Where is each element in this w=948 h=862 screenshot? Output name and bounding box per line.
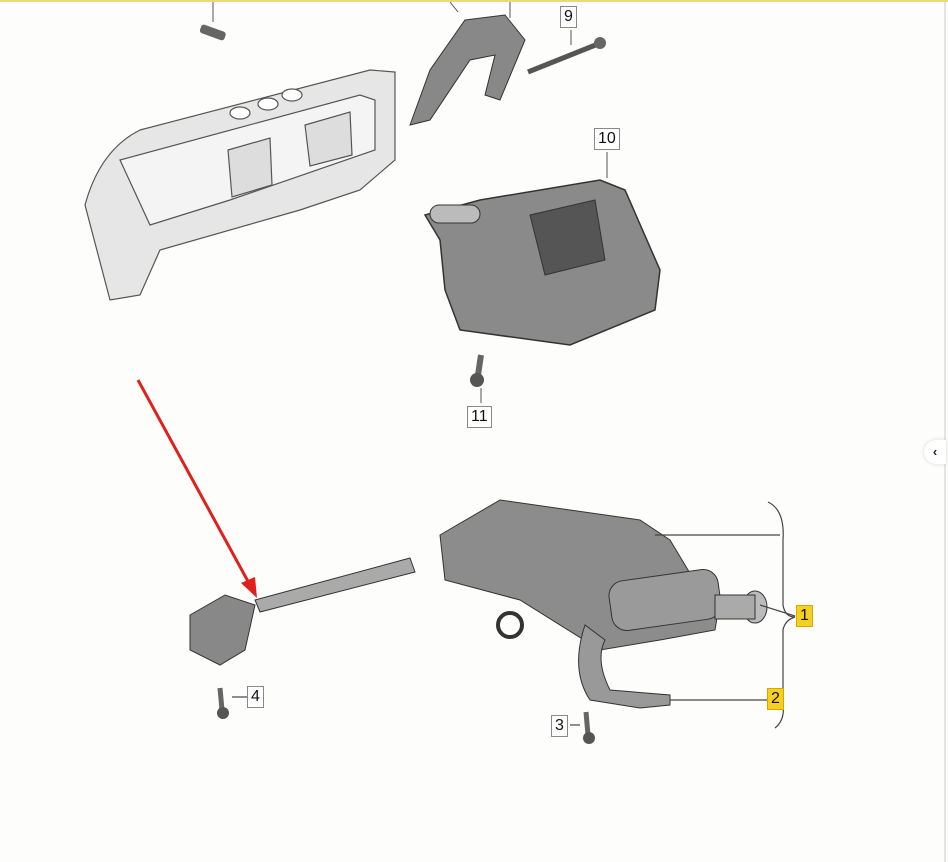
callout-1: 1: [796, 605, 813, 627]
callout-4: 4: [247, 686, 264, 708]
screw-top-left: [199, 24, 226, 41]
callout-10: 10: [594, 128, 620, 150]
callout-11: 11: [467, 406, 492, 428]
steering-column-assembly: [189, 499, 768, 709]
leader-lines: [232, 501, 796, 729]
screw-9: [527, 37, 606, 75]
bracket-part: [409, 14, 526, 126]
screw-4: [217, 687, 229, 719]
scrollbar[interactable]: [944, 2, 946, 862]
callout-2: 2: [767, 688, 784, 710]
top-border: [0, 0, 948, 2]
red-arrow-annotation: [136, 379, 257, 598]
chevron-left-icon: ‹: [932, 444, 938, 459]
dash-panel: [84, 69, 396, 301]
callout-3: 3: [551, 715, 568, 737]
collapse-panel-button[interactable]: ‹: [924, 440, 946, 464]
screw-11: [470, 354, 484, 387]
screw-3: [583, 711, 595, 744]
callout-9: 9: [560, 6, 577, 28]
